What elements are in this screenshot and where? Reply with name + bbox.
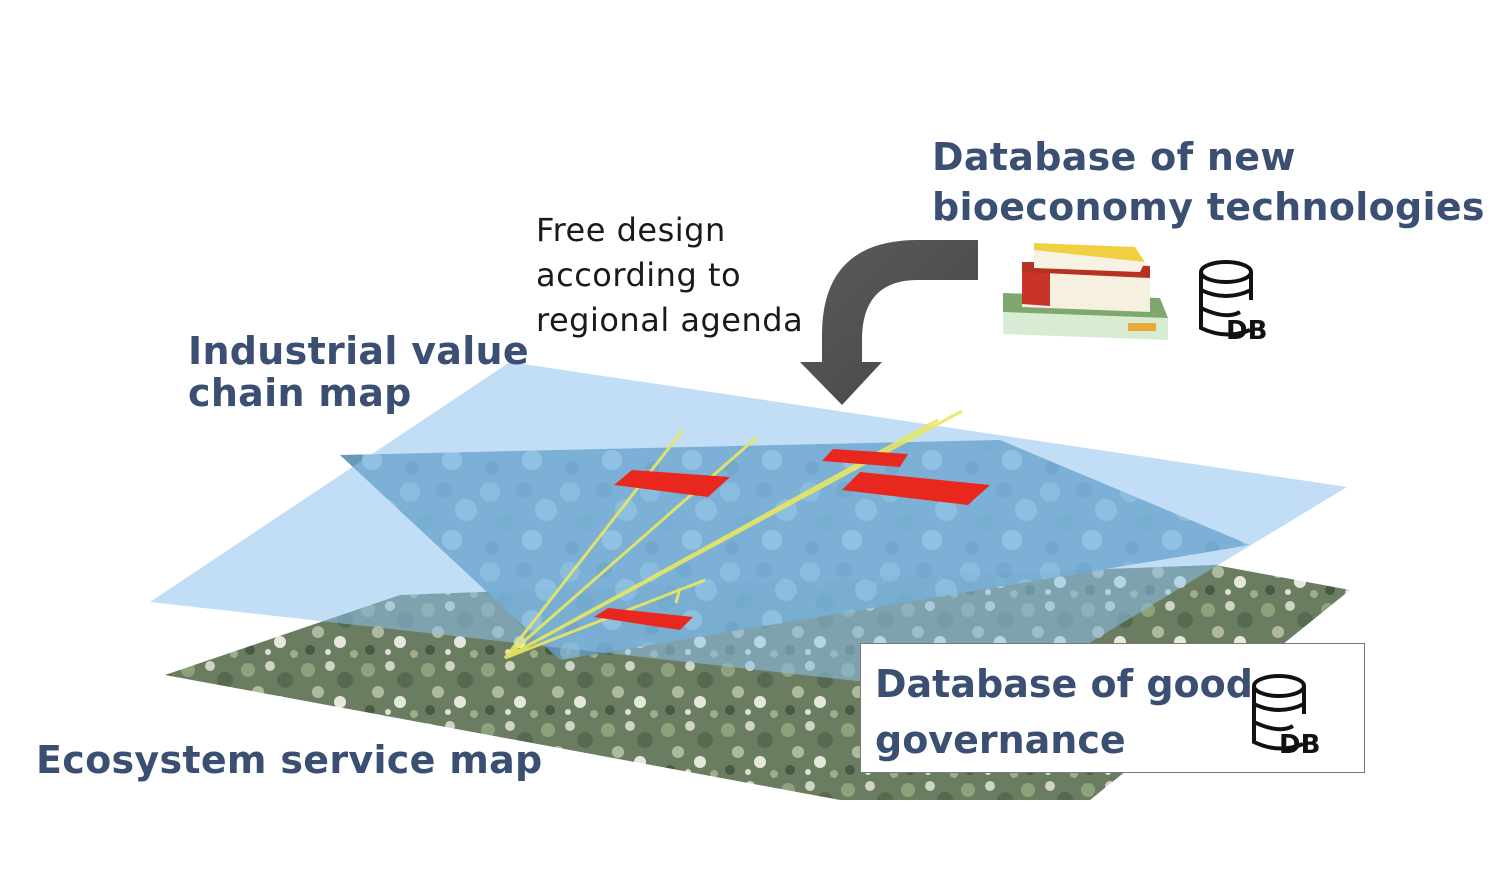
value-chain-links: [503, 409, 963, 660]
books-icon: [1003, 243, 1168, 340]
value-chain-node: [594, 608, 693, 630]
free-design-label: Free design according to regional agenda: [536, 211, 804, 339]
governance-db-box: Database of good governance DB: [860, 643, 1365, 773]
db-icon-label: DB: [1279, 730, 1320, 760]
governance-db-label: Database of good governance: [875, 662, 1253, 762]
database-icon: [1199, 260, 1253, 337]
value-chain-node: [822, 449, 908, 467]
db-icon-label: DB: [1226, 316, 1267, 346]
new-tech-db-label: Database of new bioeconomy technologies: [932, 135, 1485, 229]
value-chain-node: [614, 470, 730, 497]
industrial-map-label: Industrial value chain map: [188, 329, 529, 415]
database-icon: DB: [1252, 674, 1320, 760]
curved-arrow-icon: [800, 240, 978, 405]
value-chain-node: [842, 472, 990, 505]
ecosystem-map-label: Ecosystem service map: [36, 738, 543, 782]
value-chain-nodes: [594, 449, 990, 630]
